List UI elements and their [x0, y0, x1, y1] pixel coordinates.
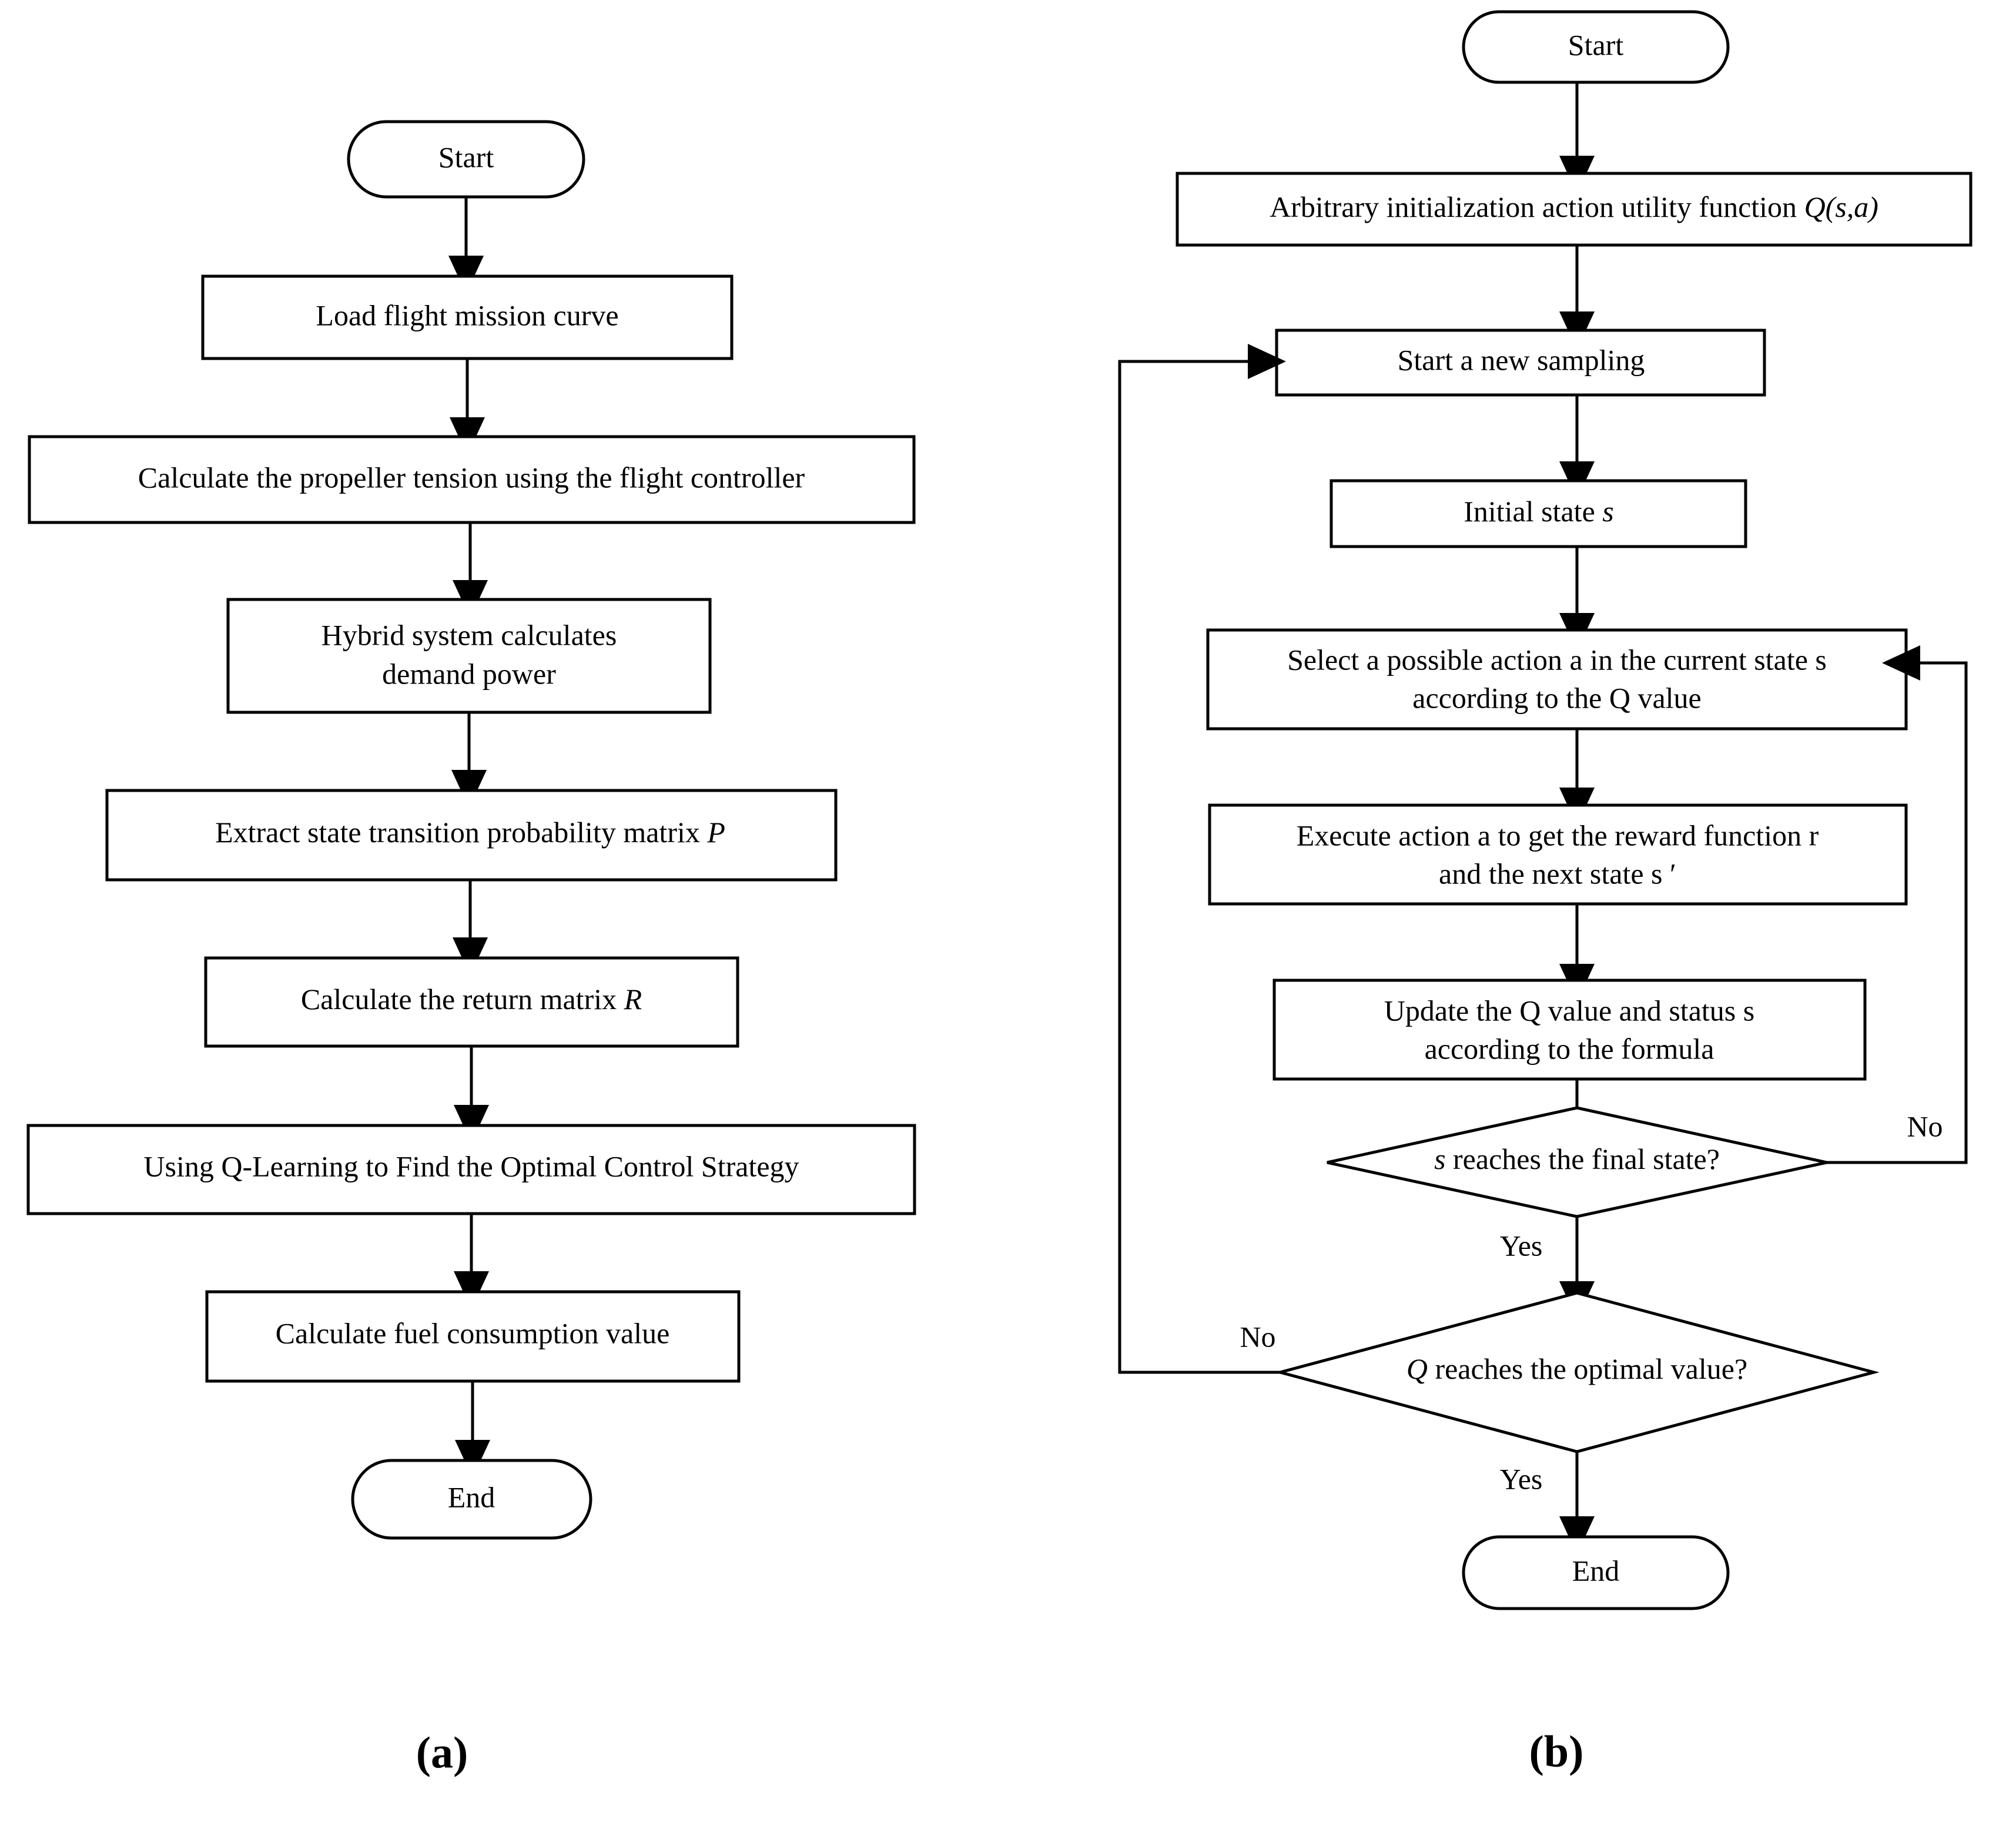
- node-b-dec2-label-post: reaches the optimal value?: [1428, 1352, 1747, 1385]
- node-a-extract-label-pre: Extract state transition probability mat…: [215, 816, 707, 849]
- node-a-qlearn-label: Using Q-Learning to Find the Optimal Con…: [143, 1150, 799, 1182]
- edge-b-dec2-no-label: No: [1240, 1320, 1275, 1353]
- node-b-dec1[interactable]: s reaches the final state?: [1327, 1106, 1827, 1218]
- node-b-select[interactable]: Select a possible action a in the curren…: [1206, 628, 1908, 731]
- edge-b-dec2-no: No: [1118, 344, 1286, 1374]
- node-b-end-label: End: [1572, 1554, 1620, 1587]
- node-b-start-label: Start: [1568, 28, 1624, 61]
- node-b-dec1-label-pre: s: [1434, 1143, 1445, 1175]
- edge-b-dec1-no: No: [1827, 645, 1968, 1164]
- edge-b-dec2-yes-label: Yes: [1500, 1462, 1543, 1495]
- node-a-return[interactable]: Calculate the return matrix R: [204, 956, 739, 1048]
- node-b-init-label-sym: Q(s,a): [1804, 190, 1878, 223]
- node-a-return-label: Calculate the return matrix R: [301, 983, 642, 1016]
- node-b-dec2-label: Q reaches the optimal value?: [1406, 1352, 1747, 1385]
- node-b-dec2[interactable]: Q reaches the optimal value?: [1274, 1291, 1880, 1453]
- node-a-fuel-label: Calculate fuel consumption value: [276, 1316, 670, 1349]
- node-b-select-label-line2: according to the Q value: [1412, 681, 1701, 714]
- edge-b-dec1-no-label: No: [1907, 1110, 1943, 1143]
- node-b-update[interactable]: Update the Q value and status s accordin…: [1272, 979, 1867, 1081]
- node-b-state-label-sym: s: [1602, 495, 1613, 528]
- node-a-load[interactable]: Load flight mission curve: [201, 274, 734, 360]
- node-a-hybrid-label-line2: demand power: [382, 657, 556, 690]
- node-b-select-label-line1: Select a possible action a in the curren…: [1287, 643, 1827, 676]
- node-b-state[interactable]: Initial state s: [1330, 479, 1747, 548]
- edge-b-dec2-yes: Yes: [1500, 1452, 1595, 1554]
- node-b-execute-label-line2: and the next state s ′: [1439, 857, 1676, 890]
- node-b-execute-label-line1: Execute action a to get the reward funct…: [1297, 819, 1819, 852]
- node-a-hybrid-label-line1: Hybrid system calculates: [322, 618, 617, 651]
- node-a-qlearn[interactable]: Using Q-Learning to Find the Optimal Con…: [26, 1124, 916, 1215]
- node-b-dec2-label-pre: Q: [1406, 1352, 1428, 1385]
- edge-b-dec1-yes-label: Yes: [1500, 1229, 1543, 1262]
- node-a-extract[interactable]: Extract state transition probability mat…: [105, 789, 838, 882]
- node-b-init-label-pre: Arbitrary initialization action utility …: [1270, 190, 1804, 223]
- node-a-extract-label: Extract state transition probability mat…: [215, 816, 725, 849]
- node-a-load-label: Load flight mission curve: [316, 299, 618, 331]
- node-a-return-label-sym: R: [624, 983, 642, 1016]
- edge-b-dec1-yes: Yes: [1500, 1217, 1595, 1319]
- node-b-execute[interactable]: Execute action a to get the reward funct…: [1208, 803, 1908, 906]
- node-b-state-label: Initial state s: [1464, 495, 1614, 528]
- node-a-tension-label: Calculate the propeller tension using th…: [138, 461, 805, 494]
- node-b-sample-label: Start a new sampling: [1398, 343, 1645, 376]
- node-a-fuel[interactable]: Calculate fuel consumption value: [205, 1290, 741, 1383]
- node-a-start[interactable]: Start: [347, 120, 585, 199]
- node-b-sample[interactable]: Start a new sampling: [1275, 329, 1766, 397]
- node-a-extract-label-sym: P: [706, 816, 725, 849]
- node-a-end[interactable]: End: [351, 1459, 592, 1540]
- node-b-init[interactable]: Arbitrary initialization action utility …: [1176, 172, 1973, 247]
- node-b-dec1-label-post: reaches the final state?: [1446, 1143, 1720, 1175]
- node-b-state-label-pre: Initial state: [1464, 495, 1602, 528]
- node-b-end[interactable]: End: [1462, 1535, 1730, 1610]
- node-a-hybrid[interactable]: Hybrid system calculates demand power: [226, 598, 712, 714]
- node-b-dec1-label: s reaches the final state?: [1434, 1143, 1720, 1175]
- node-b-update-label-line1: Update the Q value and status s: [1384, 994, 1754, 1027]
- node-b-start[interactable]: Start: [1462, 10, 1730, 84]
- node-a-tension[interactable]: Calculate the propeller tension using th…: [28, 435, 916, 524]
- node-a-end-label: End: [448, 1480, 495, 1513]
- node-a-return-label-pre: Calculate the return matrix: [301, 983, 624, 1016]
- node-a-start-label: Start: [438, 140, 494, 173]
- panel-b-caption: (b): [1529, 1727, 1584, 1776]
- node-b-init-label: Arbitrary initialization action utility …: [1270, 190, 1878, 223]
- panel-a-caption: (a): [416, 1728, 468, 1777]
- node-b-update-label-line2: according to the formula: [1425, 1032, 1714, 1065]
